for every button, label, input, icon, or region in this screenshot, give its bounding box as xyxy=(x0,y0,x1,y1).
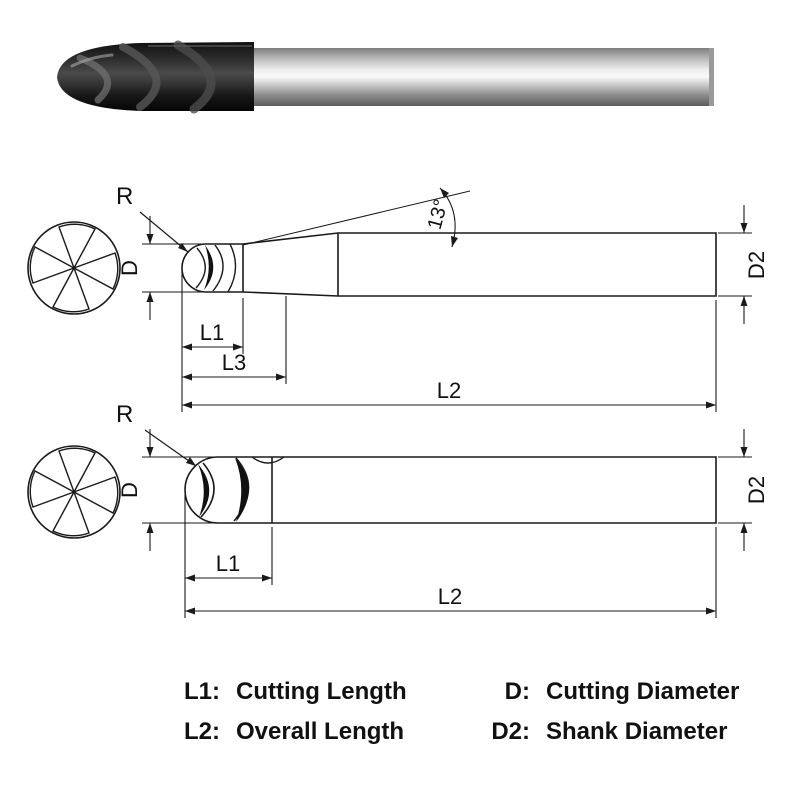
d-dimension-1: D xyxy=(117,216,204,320)
legend-key-d: D: xyxy=(504,678,530,705)
l1-label-2: L1 xyxy=(216,551,240,576)
legend-key-l1: L1: xyxy=(184,678,220,705)
legend-key-l2: L2: xyxy=(184,718,220,745)
taper-angle-label: 13° xyxy=(424,197,453,232)
end-view-flutes-2 xyxy=(27,445,121,539)
legend-desc-d: Cutting Diameter xyxy=(546,678,740,705)
radius-label-2: R xyxy=(116,401,133,428)
side-view-straight xyxy=(184,456,717,524)
leader-arrow-1 xyxy=(178,243,188,252)
d2-label-2: D2 xyxy=(744,476,769,504)
length-dimensions-1: L1 L3 L2 xyxy=(181,270,717,412)
side-view-tapered xyxy=(181,232,717,297)
d2-dimension-1: D2 xyxy=(718,205,769,324)
end-view-flutes-1 xyxy=(27,221,121,315)
legend-desc-l2: Overall Length xyxy=(236,718,405,745)
legend-desc-d2: Shank Diameter xyxy=(546,718,728,745)
leader-arrow-2 xyxy=(186,457,196,466)
legend-desc-l1: Cutting Length xyxy=(236,678,407,705)
l2-label-1: L2 xyxy=(437,378,461,403)
legend: L1: Cutting Length D: Cutting Diameter L… xyxy=(90,676,750,748)
radius-label-1: R xyxy=(116,183,133,210)
radius-annotation-2: R xyxy=(116,401,197,467)
d-label-2: D xyxy=(117,482,142,498)
d2-label-1: D2 xyxy=(744,251,769,279)
drawing-straight-shank: R D D2 xyxy=(27,401,769,618)
length-dimensions-2: L1 L2 xyxy=(184,495,717,618)
legend-key-d2: D2: xyxy=(491,718,530,745)
d-label-1: D xyxy=(117,260,142,276)
endmill-photo xyxy=(57,40,714,114)
shank-photo xyxy=(254,48,714,106)
d-dimension-2: D xyxy=(117,429,214,551)
l2-label-2: L2 xyxy=(438,584,462,609)
d2-dimension-2: D2 xyxy=(718,429,769,551)
cutting-tip-photo xyxy=(57,40,254,114)
l3-label: L3 xyxy=(222,350,246,375)
l1-label-1: L1 xyxy=(200,320,224,345)
drawing-tapered-neck: R 13° D xyxy=(27,183,769,412)
radius-annotation-1: R xyxy=(116,183,189,253)
